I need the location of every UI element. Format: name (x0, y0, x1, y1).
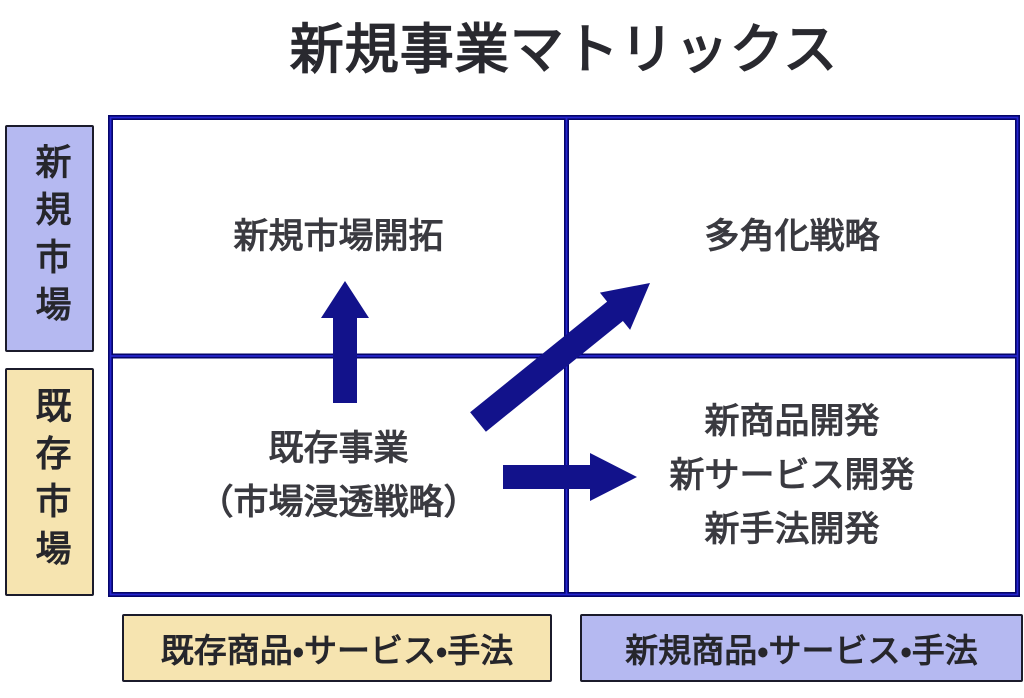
quadrant-existing-business: 既存事業 （市場浸透戦略） (113, 359, 564, 593)
column-label-existing-products: 既存商品・サービス・手法 (122, 614, 552, 682)
row-label-new-market: 新規市場 (5, 125, 94, 352)
quadrant-new-market-development: 新規市場開拓 (113, 120, 564, 354)
quadrant-label-line: （市場浸透戦略） (198, 483, 479, 523)
page-title: 新規事業マトリックス (289, 18, 839, 81)
column-label-text: 既存商品・サービス・手法 (160, 631, 514, 670)
quadrant-label-line: 新商品開発 (704, 401, 880, 442)
quadrant-label-line: 新手法開発 (704, 510, 880, 551)
quadrant-label: 多角化戦略 (704, 216, 880, 257)
quadrant-label-line: 新サービス開発 (669, 455, 915, 496)
quadrant-label: 新規市場開拓 (233, 216, 444, 257)
quadrant-new-product-development: 新商品開発 新サービス開発 新手法開発 (569, 359, 1015, 593)
row-label-text: 新規市場 (29, 143, 71, 334)
quadrant-diversification: 多角化戦略 (569, 120, 1015, 354)
row-label-text: 既存市場 (29, 386, 71, 578)
quadrant-label-line: 既存事業 (268, 428, 409, 469)
row-label-existing-market: 既存市場 (5, 368, 94, 596)
column-label-new-products: 新規商品・サービス・手法 (580, 614, 1023, 682)
column-label-text: 新規商品・サービス・手法 (625, 631, 978, 670)
